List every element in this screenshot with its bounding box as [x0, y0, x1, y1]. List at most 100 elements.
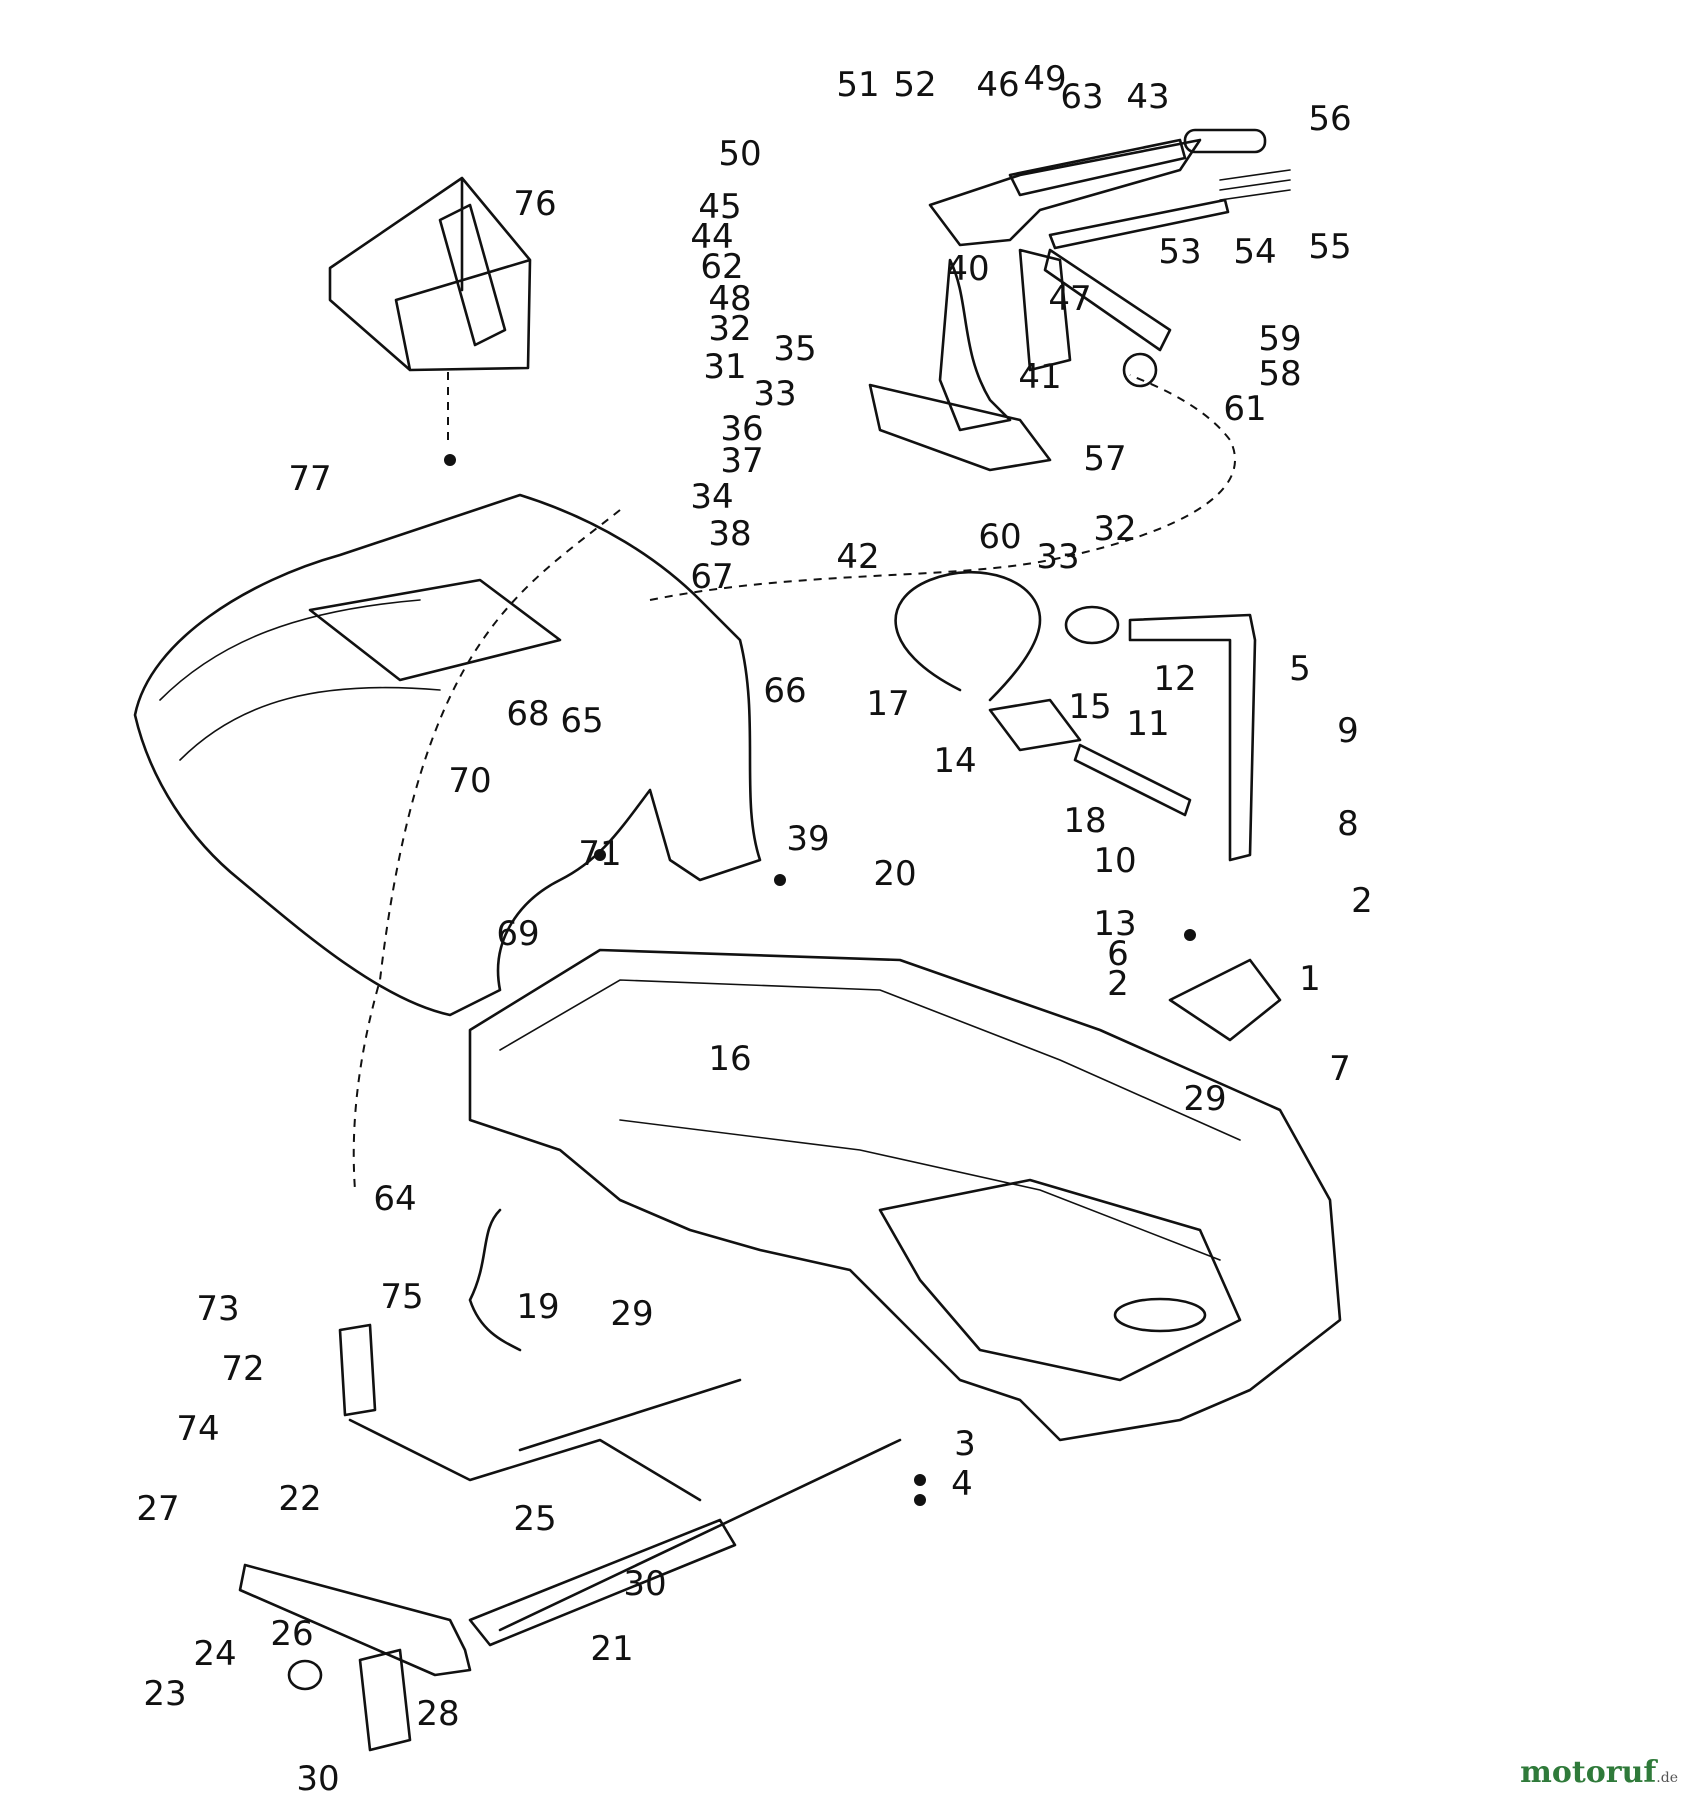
callout-24: 24: [193, 1634, 236, 1674]
callout-12: 12: [1153, 659, 1196, 699]
tie-bar-22: [238, 1563, 472, 1677]
callout-29: 29: [610, 1294, 653, 1334]
callout-69: 69: [496, 914, 539, 954]
callout-35: 35: [773, 329, 816, 369]
callout-38: 38: [708, 514, 751, 554]
callout-70: 70: [448, 761, 491, 801]
lever-assembly: [928, 138, 1202, 247]
chassis-plate: [878, 1178, 1242, 1382]
fender-part: [133, 493, 762, 1017]
callout-59: 59: [1258, 319, 1301, 359]
cover-part: [328, 176, 532, 372]
callout-58: 58: [1258, 354, 1301, 394]
callout-60: 60: [978, 517, 1021, 557]
callout-10: 10: [1093, 841, 1136, 881]
watermark-suffix: .de: [1656, 1770, 1678, 1786]
grip-56: [1183, 128, 1267, 154]
callout-19: 19: [516, 1287, 559, 1327]
pulley-58: [1122, 352, 1158, 388]
arm-57: [1043, 248, 1172, 352]
fender-seat-opening: [308, 578, 562, 682]
callout-8: 8: [1337, 804, 1359, 844]
callout-29: 29: [1183, 1079, 1226, 1119]
cover-slot: [438, 203, 507, 347]
chassis-opening: [1113, 1297, 1207, 1333]
callout-27: 27: [136, 1489, 179, 1529]
callout-18: 18: [1063, 801, 1106, 841]
callout-54: 54: [1233, 232, 1276, 272]
callout-77: 77: [288, 459, 331, 499]
callout-49: 49: [1023, 59, 1066, 99]
callout-30: 30: [296, 1759, 339, 1799]
callout-56: 56: [1308, 99, 1351, 139]
callout-25: 25: [513, 1499, 556, 1539]
knob: [1064, 605, 1120, 645]
callout-2: 2: [1107, 964, 1129, 1004]
steering-link: [348, 1418, 702, 1502]
callout-52: 52: [893, 65, 936, 105]
callout-15: 15: [1068, 687, 1111, 727]
callout-62: 62: [700, 247, 743, 287]
plate-14: [988, 698, 1082, 752]
watermark: motoruf.de: [1520, 1755, 1678, 1790]
callout-21: 21: [590, 1629, 633, 1669]
callout-32: 32: [708, 309, 751, 349]
callout-33: 33: [753, 374, 796, 414]
spindle-28: [358, 1648, 412, 1752]
callout-7: 7: [1329, 1049, 1351, 1089]
callout-53: 53: [1158, 232, 1201, 272]
blob: [774, 874, 786, 886]
cable-lower: [468, 1208, 522, 1352]
callout-11: 11: [1126, 704, 1169, 744]
callout-51: 51: [836, 65, 879, 105]
callout-42: 42: [836, 537, 879, 577]
callout-63: 63: [1060, 77, 1103, 117]
spring-54: [1219, 169, 1291, 201]
callout-74: 74: [176, 1409, 219, 1449]
callout-6: 6: [1107, 934, 1129, 974]
callout-57: 57: [1083, 439, 1126, 479]
callout-41: 41: [1018, 357, 1061, 397]
blob: [914, 1494, 926, 1506]
rod-53: [1048, 198, 1230, 250]
callout-39: 39: [786, 819, 829, 859]
bracket-1: [1168, 958, 1282, 1042]
callout-73: 73: [196, 1289, 239, 1329]
callout-2: 2: [1351, 881, 1373, 921]
blob: [594, 849, 606, 861]
callout-22: 22: [278, 1479, 321, 1519]
front-axle-21: [468, 1518, 737, 1647]
callout-50: 50: [718, 134, 761, 174]
callout-68: 68: [506, 694, 549, 734]
callout-36: 36: [720, 409, 763, 449]
callout-75: 75: [380, 1277, 423, 1317]
callout-46: 46: [976, 65, 1019, 105]
callout-44: 44: [690, 217, 733, 257]
callout-30: 30: [623, 1564, 666, 1604]
chassis-frame: [468, 948, 1342, 1442]
cable-17: [894, 570, 1042, 702]
rod-lower: [498, 1378, 902, 1632]
callout-37: 37: [720, 441, 763, 481]
watermark-main: motoruf: [1520, 1755, 1657, 1790]
callout-65: 65: [560, 701, 603, 741]
dashed-cable-right: [649, 374, 1237, 601]
callout-66: 66: [763, 671, 806, 711]
callout-33: 33: [1036, 537, 1079, 577]
callout-9: 9: [1337, 711, 1359, 751]
callout-28: 28: [416, 1694, 459, 1734]
callout-26: 26: [270, 1614, 313, 1654]
callout-32: 32: [1093, 509, 1136, 549]
callout-43: 43: [1126, 77, 1169, 117]
bracket-72: [338, 1323, 377, 1417]
callout-17: 17: [866, 684, 909, 724]
dashed-cable-left: [352, 509, 621, 1191]
link-47: [1018, 248, 1072, 372]
callout-20: 20: [873, 854, 916, 894]
callout-23: 23: [143, 1674, 186, 1714]
callout-31: 31: [703, 347, 746, 387]
bracket-31: [868, 383, 1052, 472]
callout-61: 61: [1223, 389, 1266, 429]
